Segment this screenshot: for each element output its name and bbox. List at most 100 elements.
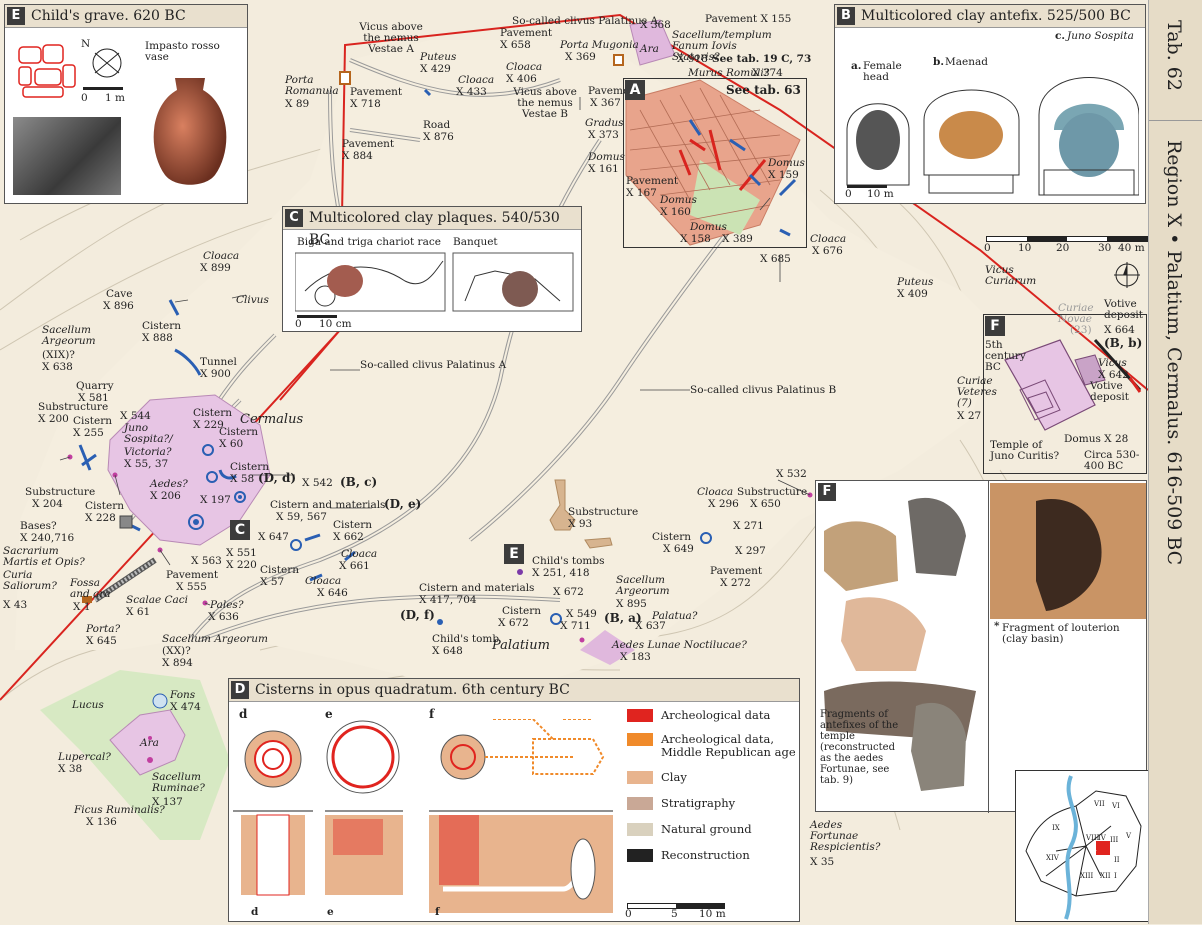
label-ref: X 158 [680,233,711,245]
label-cistern: Cistern [230,461,269,473]
label-cloaca: Cloaca [506,61,543,73]
label-ref: X 672 [498,617,529,629]
label-ref: X 229 [193,419,224,431]
label-ref: X 672 [553,586,584,598]
panel-childs-grave: Child's grave. 620 BC E N 0 1 m Impasto … [4,4,248,204]
label-sacrarium: Sacrarium Martis et Opis? [3,545,85,568]
label-palatium: Palatium [492,638,550,653]
label-vicus-nemus-a: Vicus above the nemus Vestae A [359,21,423,55]
legend-swatch [627,823,653,836]
panel-badge: D [231,681,249,699]
label-ref: X 220 [226,559,257,571]
label-ref: X 271 [733,520,764,532]
label-ref: X 555 [176,581,207,593]
label-cloaca: Cloaca [341,548,378,560]
domus-area-A [625,79,801,246]
panel-title: Multicolored clay plaques. 540/530 BC [283,207,581,248]
label-ref: X 228 [85,512,116,524]
biga-label: Biga and triga chariot race [297,236,441,248]
temple-juno-curitis [1004,338,1142,431]
label-ref: X 544 [120,410,151,422]
label-ref: X 160 [660,206,691,218]
label-pavement: Pavement [342,138,395,150]
label-cloaca: Cloaca [203,250,240,262]
label-domus: Domus X 28 [1064,433,1129,445]
legend-swatch [627,849,653,862]
substructure-93 [549,479,613,549]
scale-bar [627,903,725,909]
label-ref: X 551 [226,547,257,559]
label-ref: X 159 [768,169,799,181]
vase-image [153,78,227,185]
label-ref: X 373 [588,129,619,141]
panel-a-see-tab: See tab. 63 [726,83,801,97]
label-cistern: Cistern [219,426,258,438]
label-sacellum-argeorum: Sacellum Argeorum [42,324,96,347]
label-ref: X 55, 37 [124,458,169,470]
label-pavement: Pavement [500,27,553,39]
label-clivus-pal-a: So-called clivus Palatinus A [512,15,659,27]
label-cistern: Cistern [652,531,691,543]
label-cistern-materials: Cistern and materials [419,582,535,594]
label-ref: X 711 [560,620,591,632]
label-substructure: Substructure [25,486,96,498]
label-murus: Murus Romuli? [688,67,770,79]
label-ref: X 884 [342,150,373,162]
label-ref: X 38 [58,763,83,775]
label-cave: Cave [106,288,133,300]
label-ref: X 563 [191,555,222,567]
grave-photo [13,117,121,195]
label-votive: Votive deposit [1104,298,1143,321]
label-cistern: Cistern [85,500,124,512]
label-ref: X 549 [566,608,597,620]
ara-lupercal [109,709,186,776]
label-ref: X 389 [722,233,753,245]
label-century: 5th century BC [985,339,1026,373]
label-ref-bc: (B, c) [340,475,378,489]
panel-title: Cisterns in opus quadratum. 6th century … [229,679,799,702]
label-sacellum-argeorum: Sacellum Argeorum [616,574,670,597]
label-ref: X 636 [208,611,239,623]
label-ref: X 368 [640,19,671,31]
leader-lines [59,97,811,606]
panel-clay-plaques: Multicolored clay plaques. 540/530 BC C … [282,206,582,332]
label-ref: X 240,716 [20,532,75,544]
label-ref: X 58 [230,473,255,485]
compass-icon [1114,262,1140,288]
label-clivus-b: So-called clivus Palatinus B [690,384,837,396]
label-ref: X 685 [760,253,791,265]
legend-swatch [627,771,653,784]
label-ref: X 542 [302,477,333,489]
label-cistern: Cistern [142,320,181,332]
label-substructure: Substructure [568,506,639,518]
label-ref: X 876 [423,131,454,143]
label-ref: X 649 [663,543,694,555]
label-ref: X 661 [339,560,370,572]
scale-bar [297,315,337,318]
antefix-b-label: Maenad [945,56,988,68]
label-juno: Juno Sospita?/ [124,422,173,445]
label-cermalus: Cermalus [240,412,304,427]
legend-swatch [627,797,653,810]
inset-map: VII VI IX VIII IV III V XIV X II XIII XI… [1015,770,1149,922]
label-pavement: Pavement [166,569,219,581]
label-ref: X 664 [1104,324,1135,336]
label-lucus: Lucus [72,699,104,711]
label-ref: X 417, 704 [419,594,477,606]
label-pales: Pales? [210,599,244,611]
label-ref-de: (D, e) [384,497,422,511]
sidebar: Tab. 62 Region X • Palatium, Cermalus. 6… [1148,0,1202,924]
label-ref: X 645 [86,635,117,647]
label-cistern: Cistern [260,564,299,576]
label-ref: X 647 [258,531,289,543]
label-porta-romanula: Porta Romanula [285,74,339,97]
label-ref: X 367 [590,97,621,109]
panel-title: Child's grave. 620 BC [5,5,247,28]
label-pavement: Pavement [350,86,403,98]
label-ref: X 900 [200,368,231,380]
legend-swatch [627,709,653,722]
label-ref: X 894 [162,657,193,669]
label-sacellum-jovis: Sacellum/templum Fanum Iovis Statoris? [672,29,772,63]
label-pavement: Pavement [710,565,763,577]
label-clivus: Clivus [236,294,269,306]
